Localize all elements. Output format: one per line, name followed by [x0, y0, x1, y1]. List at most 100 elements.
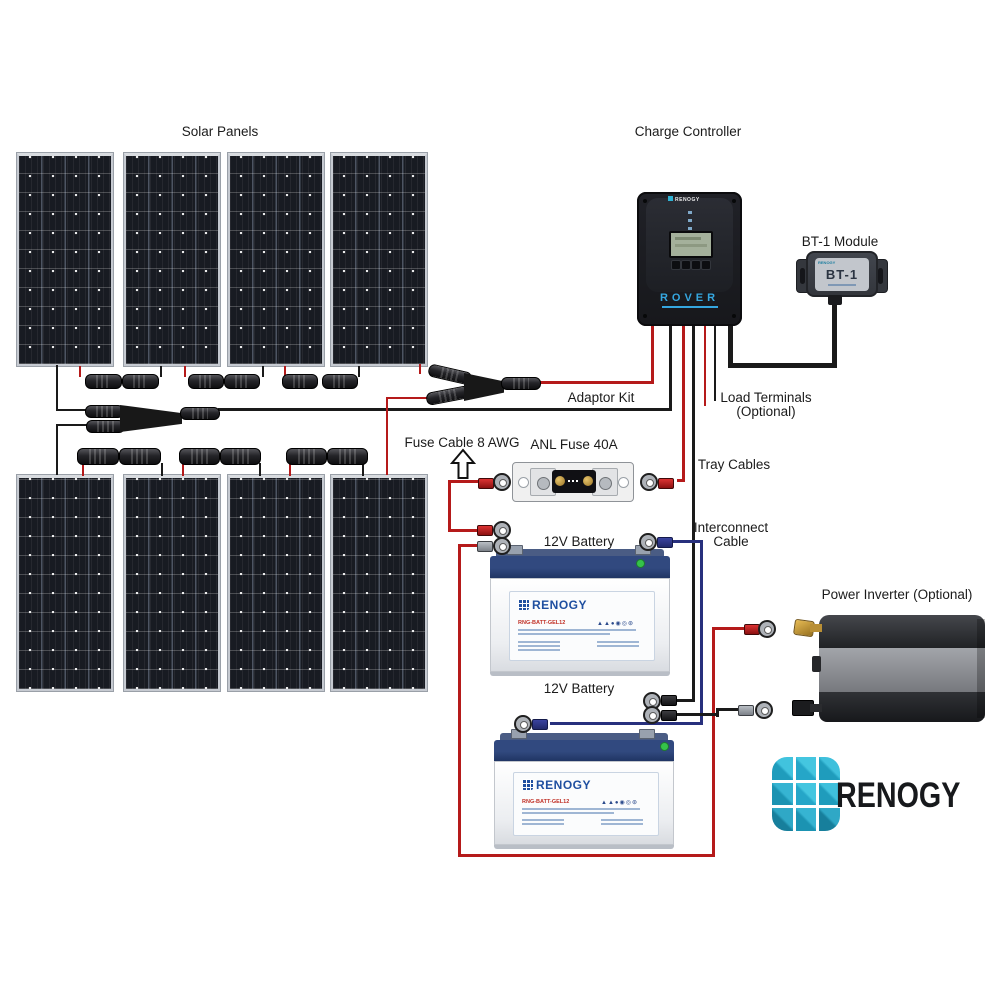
wire-inverter-negative: [676, 713, 718, 716]
battery-brand: RENOGY: [532, 598, 588, 612]
battery-top-face: [496, 549, 664, 559]
charge-controller: RENOGY ROVER: [637, 192, 742, 326]
solar-panel: [124, 153, 220, 366]
wire-battery-to-inverter: [458, 544, 461, 857]
y-branch-adaptor: [501, 377, 541, 390]
ring-terminal: [493, 473, 511, 491]
wire-fuse-to-battery: [448, 529, 491, 532]
battery-navy-band: [490, 556, 670, 578]
bt1-cable-connector: [828, 295, 842, 305]
bt1-brand: RENOGY: [818, 260, 836, 265]
controller-button: [701, 260, 711, 270]
wire-pv-positive: [651, 326, 654, 384]
battery-label: RENOGY RNG-BATT-GEL12 ▲▲●◉◎⊛: [513, 772, 659, 836]
wire-panel: [284, 366, 286, 377]
solar-panel: [17, 153, 113, 366]
inverter-top: [819, 615, 985, 648]
wire-crimp: [478, 478, 494, 489]
anl-fuse-label: ANL Fuse 40A: [530, 437, 618, 452]
mc4-connector: [322, 374, 358, 389]
bt1-module: RENOGY BT-1: [806, 251, 878, 297]
battery-top-label: 12V Battery: [543, 534, 615, 549]
y-branch-adaptor: [85, 405, 124, 418]
battery-bottom-label: 12V Battery: [543, 681, 615, 696]
interconnect-cable-label: Interconnect Cable: [694, 521, 768, 548]
wire-panel: [56, 365, 58, 411]
fuse-terminal-plate: [530, 468, 556, 496]
battery-body: RENOGY RNG-BATT-GEL12 ▲▲●◉◎⊛: [494, 761, 674, 845]
wire-panel: [56, 409, 87, 411]
power-inverter-label: Power Inverter (Optional): [821, 587, 973, 602]
wire-panel: [56, 424, 58, 475]
interconnect-line2: Cable: [713, 533, 749, 549]
power-inverter: [812, 615, 985, 722]
screw: [732, 199, 736, 203]
mc4-connector: [77, 448, 119, 465]
battery-model: RNG-BATT-GEL12: [518, 620, 566, 626]
wire-tray-positive: [682, 326, 685, 481]
mc4-connector: [179, 448, 220, 465]
wire-tray-negative: [676, 699, 694, 702]
interconnect-line1: Interconnect: [693, 520, 769, 535]
solar-panel: [228, 153, 324, 366]
wire-panel: [388, 397, 430, 399]
y-branch-adaptor: [86, 420, 125, 433]
wire-panel: [82, 463, 84, 476]
wire-panel: [289, 463, 291, 476]
mc4-connector: [224, 374, 260, 389]
battery-label: RENOGY RNG-BATT-GEL12 ▲▲●◉◎⊛: [509, 591, 655, 661]
wire-inverter-negative: [716, 708, 719, 717]
wire-crimp: [657, 537, 673, 548]
controller-brand: RENOGY: [668, 196, 713, 204]
adaptor-kit-label: Adaptor Kit: [567, 390, 635, 405]
mount-hole: [618, 477, 629, 488]
battery-model: RNG-BATT-GEL12: [522, 799, 570, 805]
mc4-connector: [188, 374, 224, 389]
battery-navy-band: [494, 740, 674, 761]
solar-panel: [228, 475, 324, 691]
battery-bottom: RENOGY RNG-BATT-GEL12 ▲▲●◉◎⊛: [494, 729, 674, 852]
bt1-model: BT-1: [825, 267, 859, 282]
wire-crimp: [477, 541, 493, 552]
fuse-cable-label: Fuse Cable 8 AWG: [404, 435, 520, 450]
wire-interconnect: [670, 540, 703, 543]
wire-panel: [160, 366, 162, 377]
ring-terminal: [640, 473, 658, 491]
up-arrow-icon: [450, 448, 476, 479]
screw: [732, 314, 736, 318]
mc4-connector: [85, 374, 122, 389]
battery-body: RENOGY RNG-BATT-GEL12 ▲▲●◉◎⊛: [490, 578, 670, 672]
solar-panel: [124, 475, 220, 691]
battery-cert-marks: ▲▲●◉◎⊛: [597, 621, 634, 627]
wire-crimp: [661, 710, 677, 721]
ring-terminal: [758, 620, 776, 638]
controller-lcd: [669, 231, 713, 258]
battery-top: RENOGY RNG-BATT-GEL12 ▲▲●◉◎⊛: [490, 545, 670, 676]
wire-crimp: [738, 705, 754, 716]
wire-tray-positive: [677, 479, 685, 482]
wire-battery-to-inverter: [712, 627, 746, 630]
battery-indicator: [660, 742, 669, 751]
mc4-connector: [119, 448, 161, 465]
wire-pv-positive: [540, 381, 653, 384]
mc4-connector: [286, 448, 327, 465]
controller-button: [691, 260, 701, 270]
wire-fuse-to-battery: [448, 480, 451, 532]
wire-inverter-negative: [718, 708, 740, 711]
wire-crimp: [658, 478, 674, 489]
bt1-cable: [832, 301, 837, 366]
ring-terminal: [639, 533, 657, 551]
controller-model: ROVER: [659, 292, 720, 304]
fuse-terminal-plate: [592, 468, 618, 496]
solar-panel: [17, 475, 113, 691]
mc4-connector: [282, 374, 318, 389]
wire-pv-negative: [218, 408, 671, 411]
wire-panel: [386, 397, 388, 475]
load-terminals-label: Load Terminals (Optional): [720, 391, 811, 418]
wire-panel: [79, 366, 81, 377]
wire-interconnect: [550, 722, 703, 725]
battery-indicator: [636, 559, 645, 568]
mc4-connector: [220, 448, 261, 465]
y-branch-adaptor: [180, 407, 220, 420]
wire-crimp: [477, 525, 493, 536]
